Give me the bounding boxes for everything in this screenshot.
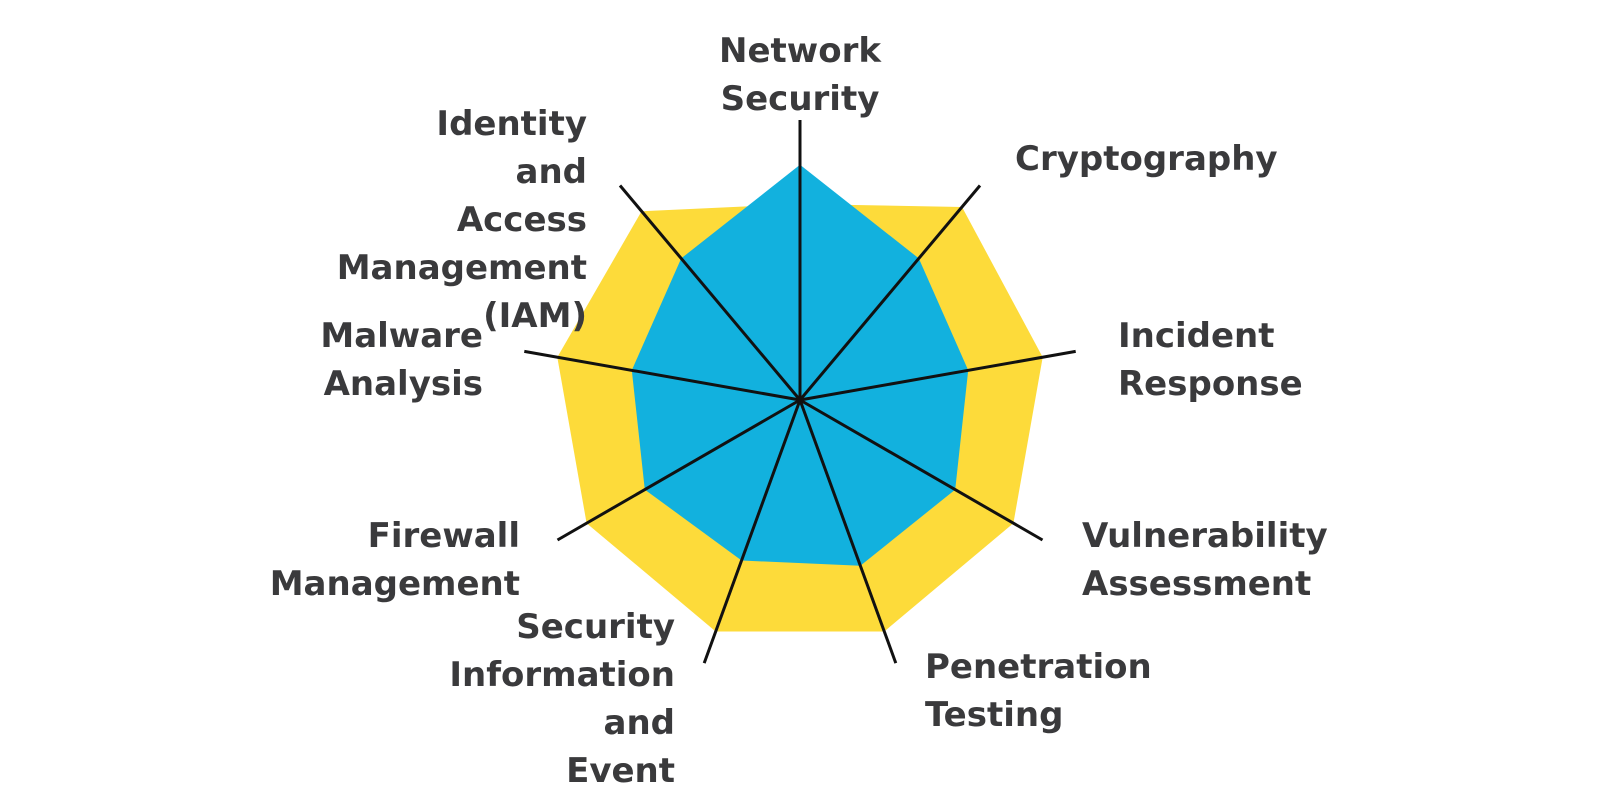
- axis-spoke-9: [618, 184, 802, 401]
- axis-spoke-8: [524, 349, 801, 402]
- axis-spoke-5: [798, 399, 898, 664]
- axis-label-2: Cryptography: [1015, 139, 1278, 179]
- axis-spoke-7: [556, 398, 801, 542]
- axis-spoke-4: [799, 398, 1044, 542]
- spoke-layer: [524, 120, 1076, 664]
- axis-spoke-6: [702, 399, 802, 664]
- axis-spoke-3: [799, 349, 1076, 402]
- axis-spoke-2: [798, 184, 982, 401]
